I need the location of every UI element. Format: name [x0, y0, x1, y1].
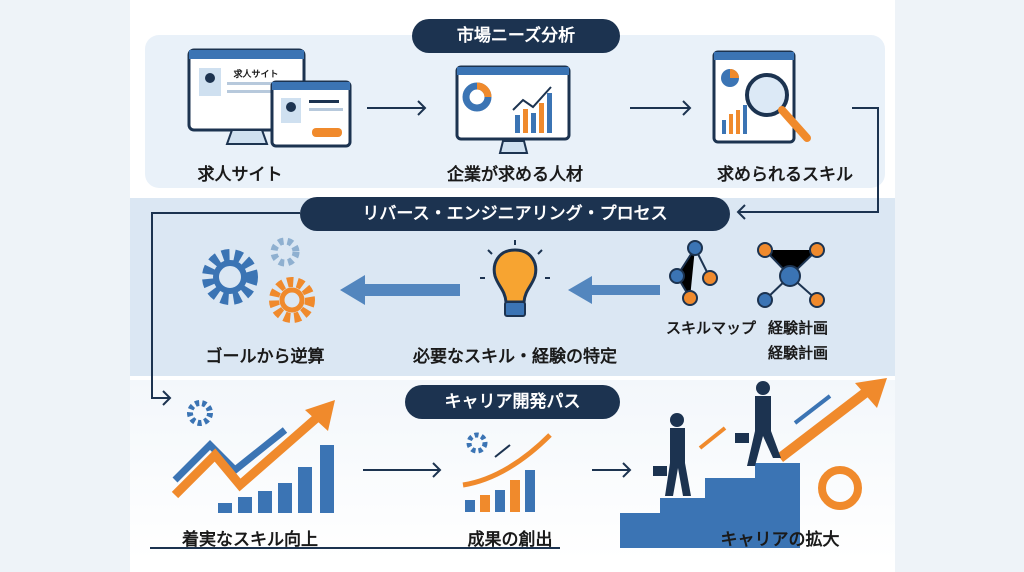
- monitor-screen-text: 求人サイト: [233, 70, 279, 80]
- section-title-reverse-engineering: リバース・エンジニアリング・プロセス: [300, 197, 730, 231]
- results-chart-icon: [462, 432, 552, 512]
- step-identify-skills: 必要なスキル・経験の特定: [413, 347, 617, 367]
- section-title-career-path: キャリア開発パス: [405, 385, 620, 419]
- step-desired-talent: 企業が求める人材: [447, 165, 583, 185]
- analytics-monitor-icon: [455, 65, 571, 154]
- step-results: 成果の創出: [467, 530, 553, 550]
- job-site-monitor-icon: [187, 48, 352, 148]
- section-title-market-needs: 市場ニーズ分析: [412, 19, 620, 53]
- step-reverse-from-goal: ゴールから逆算: [205, 347, 325, 367]
- experience-plan-label: 経験計画: [767, 319, 829, 337]
- lightbulb-icon: [480, 240, 550, 317]
- career-stairs-icon: [620, 378, 887, 548]
- skill-growth-chart-icon: [171, 400, 335, 513]
- experience-plan-label-2: 経験計画: [767, 344, 829, 362]
- skill-map-network-icon: [669, 240, 825, 308]
- skill-search-magnifier-icon: [712, 50, 811, 144]
- gears-icon: [202, 237, 315, 323]
- step-steady-growth: 着実なスキル向上: [182, 530, 318, 550]
- skill-map-label: スキルマップ: [665, 319, 757, 337]
- step-required-skills: 求められるスキル: [717, 165, 853, 185]
- step-career-expansion: キャリアの拡大: [720, 530, 840, 550]
- step-job-site: 求人サイト: [197, 165, 283, 185]
